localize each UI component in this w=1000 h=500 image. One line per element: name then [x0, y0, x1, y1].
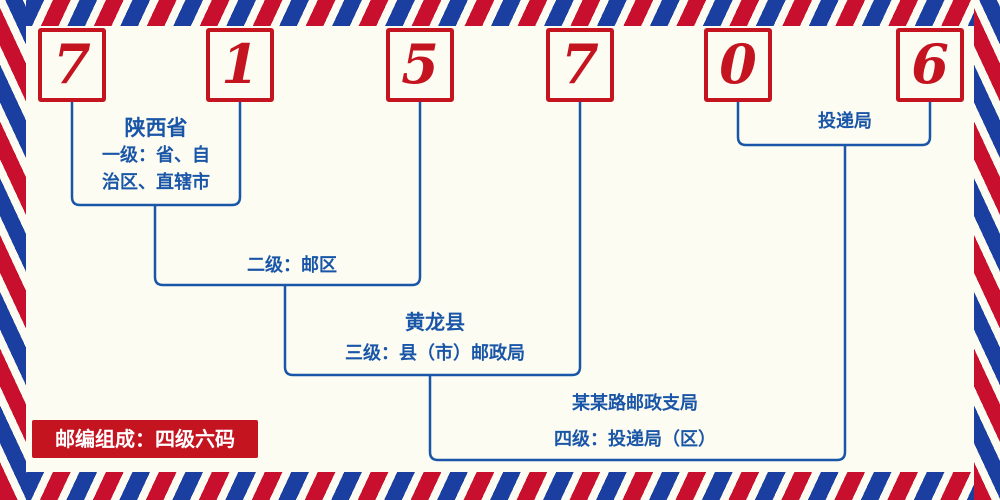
level4-office-label: 某某路邮政支局 [572, 393, 698, 414]
airmail-border-bottom [0, 472, 1000, 500]
postal-digit-box-4: 7 [546, 28, 614, 102]
level1-description: 一级：省、自 治区、直辖市 [66, 142, 246, 196]
delivery-office-label: 投递局 [818, 111, 872, 132]
level3-county-label: 黄龙县 [405, 310, 465, 334]
postal-digit-5: 0 [719, 32, 757, 96]
postal-digit-box-1: 7 [38, 28, 106, 102]
level1-description-line1: 一级：省、自 [102, 145, 210, 166]
level4-description: 四级：投递局（区） [554, 429, 716, 450]
level1-region-label: 陕西省 [124, 116, 188, 140]
postal-digit-box-2: 1 [206, 28, 274, 102]
postal-digit-6: 6 [911, 32, 949, 96]
airmail-border-left [0, 0, 26, 500]
postal-digit-box-5: 0 [704, 28, 772, 102]
level1-description-line2: 治区、直辖市 [102, 172, 210, 193]
postal-code-composition-badge: 邮编组成：四级六码 [32, 420, 258, 458]
postal-digit-box-6: 6 [896, 28, 964, 102]
level2-description: 二级：邮区 [247, 255, 337, 276]
postal-digit-1: 7 [53, 32, 91, 96]
airmail-border-right [974, 0, 1000, 500]
airmail-border-top [0, 0, 1000, 26]
postal-digit-box-3: 5 [386, 28, 454, 102]
postal-digit-3: 5 [401, 32, 439, 96]
postal-digit-4: 7 [561, 32, 599, 96]
postal-digit-2: 1 [221, 32, 259, 96]
level3-description: 三级：县（市）邮政局 [345, 343, 525, 364]
